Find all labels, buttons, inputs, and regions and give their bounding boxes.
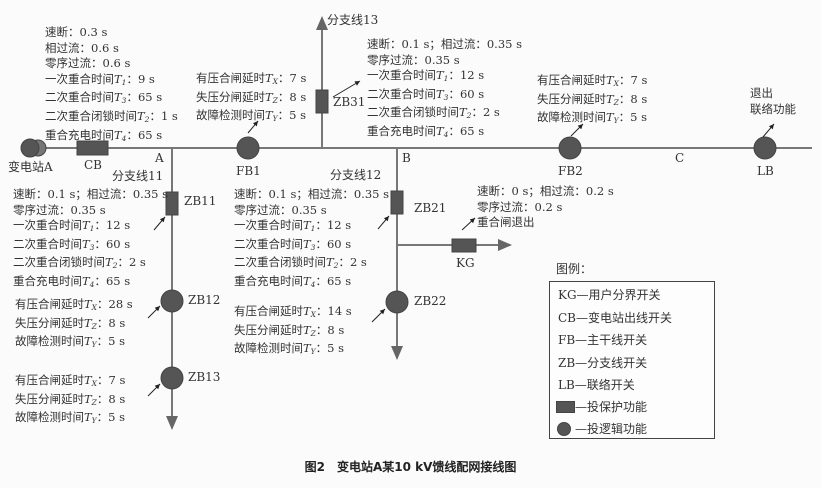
setting-line: 有压合闸延时TX：28 s: [15, 297, 133, 312]
pointer-arrows: [147, 80, 775, 397]
setting-line: 故障检测时间TY：5 s: [15, 410, 125, 426]
setting-line: 有压合闸延时TX：7 s: [15, 373, 126, 388]
setting-line: 相过流：0.6 s: [45, 40, 119, 55]
setting-line: 失压分闸延时TZ：8 s: [15, 391, 126, 407]
setting-line: 联络功能: [750, 101, 796, 116]
setting-line: 二次重合闭锁时间T2：1 s: [45, 108, 178, 124]
zb12-label: ZB12: [188, 293, 221, 307]
setting-line: 一次重合时间T1：12 s: [234, 218, 352, 234]
legend-logic: —投逻辑功能: [575, 422, 648, 436]
node-c-label: C: [675, 151, 685, 165]
setting-line: 故障检测时间TY：5 s: [537, 110, 647, 126]
fb1-label: FB1: [236, 164, 261, 178]
branch-12-label: 分支线12: [330, 168, 382, 182]
setting-line: 一次重合时间T1：12 s: [13, 218, 131, 234]
cb-label: CB: [84, 158, 102, 172]
legend-fb: FB—主干线开关: [558, 333, 648, 347]
node-b-label: B: [402, 151, 411, 165]
setting-line: 速断：0.1 s；相过流：0.35 s: [13, 187, 169, 201]
setting-line: 一次重合时间T1：12 s: [367, 68, 485, 84]
zb13-switch: [160, 366, 184, 390]
legend-title: 图例：: [556, 262, 593, 276]
zb11-label: ZB11: [184, 194, 217, 208]
legend-protection: —投保护功能: [575, 400, 648, 414]
figure-caption: 图2 变电站A某10 kV馈线配网接线图: [304, 460, 517, 474]
setting-line: 二次重合时间T3：60 s: [234, 236, 352, 252]
node-a-label: A: [155, 151, 164, 165]
setting-line: 零序过流：0.6 s: [45, 56, 131, 71]
zb21-switch: [390, 190, 404, 215]
setting-line: 失压分闸延时TZ：8 s: [196, 89, 307, 105]
fb2-switch: [558, 136, 582, 160]
fb2-label: FB2: [558, 164, 583, 178]
zb31-label: ZB31: [333, 95, 366, 109]
zb12-settings: 有压合闸延时TX：28 s 失压分闸延时TZ：8 s 故障检测时间TY：5 s: [15, 297, 133, 353]
setting-line: 失压分闸延时TZ：8 s: [537, 91, 648, 107]
setting-line: 重合闸退出: [477, 215, 535, 230]
setting-line: 重合充电时间T4：65 s: [367, 123, 485, 139]
lb-settings: 退出联络功能: [750, 86, 796, 117]
zb31-switch: [315, 89, 329, 114]
setting-line: 一次重合时间T1：9 s: [45, 71, 155, 87]
lb-label: LB: [757, 164, 774, 178]
legend-lb: LB—联络开关: [558, 378, 635, 392]
setting-line: 速断：0 s；相过流：0.2 s: [477, 184, 614, 198]
branch-11-label: 分支线11: [112, 169, 164, 183]
setting-line: 二次重合闭锁时间T2：2 s: [13, 255, 146, 271]
setting-line: 重合充电时间T4：65 s: [13, 273, 131, 289]
setting-line: 失压分闸延时TZ：8 s: [15, 315, 126, 331]
setting-line: 二次重合闭锁时间T2：2 s: [367, 105, 500, 121]
zb12-switch: [160, 289, 184, 313]
setting-line: 速断：0.1 s；相过流：0.35 s: [367, 37, 523, 51]
cb-switch: [76, 140, 109, 156]
legend-box: KG—用户分界开关 CB—变电站出线开关 FB—主干线开关 ZB—分支线开关 L…: [549, 281, 715, 439]
setting-line: 二次重合时间T3：65 s: [45, 90, 163, 106]
setting-line: 重合充电时间T4：65 s: [45, 127, 163, 143]
setting-line: 零序过流：0.2 s: [477, 199, 563, 214]
fb2-settings: 有压合闸延时TX：7 s 失压分闸延时TZ：8 s 故障检测时间TY：5 s: [537, 73, 647, 129]
zb11-switch: [165, 191, 179, 216]
fb1-settings: 有压合闸延时TX：7 s 失压分闸延时TZ：8 s 故障检测时间TY：5 s: [196, 71, 306, 127]
setting-line: 零序过流：0.35 s: [367, 52, 460, 67]
kg-label: KG: [456, 256, 475, 270]
setting-line: 故障检测时间TY：5 s: [15, 334, 125, 350]
setting-line: 二次重合时间T3：60 s: [13, 236, 131, 252]
setting-line: 有压合闸延时TX：7 s: [537, 73, 648, 88]
logic-switch-icon: [557, 422, 571, 436]
legend-kg: KG—用户分界开关: [558, 288, 661, 302]
setting-line: 故障检测时间TY：5 s: [234, 341, 344, 357]
setting-line: 二次重合时间T3：60 s: [367, 86, 485, 102]
setting-line: 失压分闸延时TZ：8 s: [234, 322, 345, 338]
zb22-label: ZB22: [414, 294, 447, 308]
setting-line: 重合充电时间T4：65 s: [234, 273, 352, 289]
setting-line: 退出: [750, 86, 773, 100]
fb1-switch: [236, 136, 260, 160]
setting-line: 故障检测时间TY：5 s: [196, 108, 306, 124]
station-label: 变电站A: [8, 160, 53, 174]
zb22-switch: [385, 290, 409, 314]
setting-line: 速断：0.3 s: [45, 25, 108, 39]
kg-switch: [451, 238, 477, 253]
zb21-label: ZB21: [414, 201, 447, 215]
branch-13-label: 分支线13: [327, 13, 379, 27]
protection-switch-icon: [556, 401, 575, 413]
zb13-label: ZB13: [188, 370, 221, 384]
setting-line: 零序过流：0.35 s: [13, 202, 106, 217]
setting-line: 二次重合闭锁时间T2：2 s: [234, 255, 367, 271]
setting-line: 有压合闸延时TX：7 s: [196, 71, 307, 86]
lb-switch: [753, 136, 777, 160]
setting-line: 有压合闸延时TX：14 s: [234, 304, 352, 319]
zb13-settings: 有压合闸延时TX：7 s 失压分闸延时TZ：8 s 故障检测时间TY：5 s: [15, 373, 125, 429]
zb22-settings: 有压合闸延时TX：14 s 失压分闸延时TZ：8 s 故障检测时间TY：5 s: [234, 304, 352, 360]
legend-cb: CB—变电站出线开关: [558, 311, 673, 325]
legend-zb: ZB—分支线开关: [558, 356, 648, 370]
setting-line: 零序过流：0.35 s: [234, 202, 327, 217]
setting-line: 速断：0.1 s；相过流：0.35 s: [234, 187, 390, 201]
